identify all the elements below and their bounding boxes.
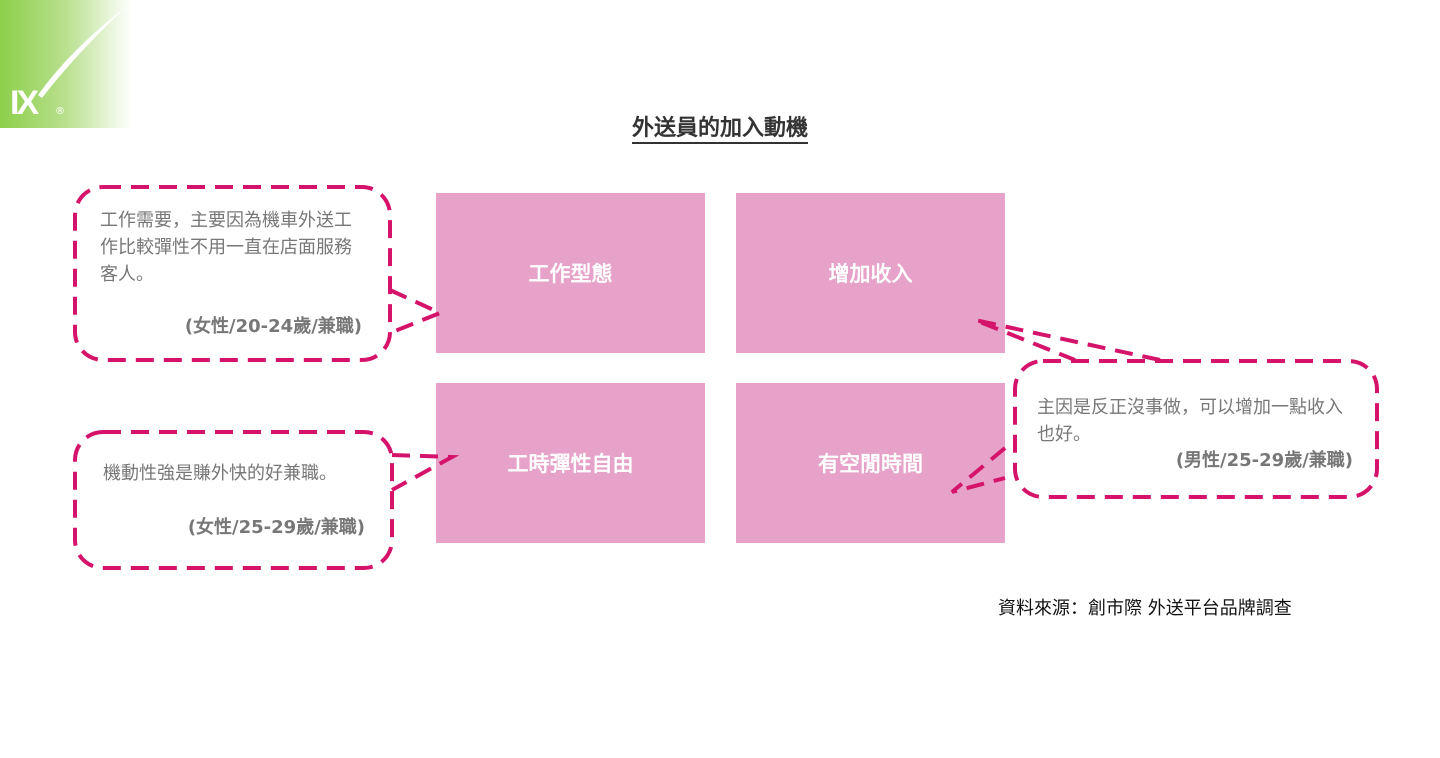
bubble-2 [73, 430, 394, 570]
quote-2: 機動性強是賺外快的好兼職。 [103, 463, 337, 484]
bubble-1 [73, 185, 392, 362]
page-title: 外送員的加入動機 [0, 110, 1440, 144]
quote-3-respondent: (男性/25-29歲/兼職) [1175, 450, 1353, 471]
logo-registered: ® [55, 106, 65, 117]
quote-3: 主因是反正沒事做，可以增加一點收入也好。 [1037, 397, 1343, 445]
box-flexible-hours: 工時彈性自由 [436, 383, 705, 543]
quote-1-respondent: (女性/20-24歲/兼職) [184, 316, 362, 337]
logo: IX ® [0, 0, 132, 128]
source-note: 資料來源：創市際 外送平台品牌調查 [998, 598, 1292, 619]
title-text: 外送員的加入動機 [631, 116, 808, 144]
logo-text: IX [10, 84, 39, 122]
logo-swoosh-icon [38, 5, 128, 98]
bubble-1-tail [389, 288, 446, 335]
box-work-type: 工作型態 [436, 193, 705, 353]
bubble-3 [1013, 359, 1379, 499]
quote-1: 工作需要，主要因為機車外送工作比較彈性不用一直在店面服務客人。 [100, 210, 352, 285]
bubble-2-tail [391, 453, 460, 492]
box-income: 增加收入 [736, 193, 1005, 353]
box-free-time: 有空閒時間 [736, 383, 1005, 543]
quote-2-respondent: (女性/25-29歲/兼職) [187, 517, 365, 538]
bubble-3-tail-bottom [950, 446, 1007, 494]
bubble-3-tail-top [974, 318, 1161, 362]
